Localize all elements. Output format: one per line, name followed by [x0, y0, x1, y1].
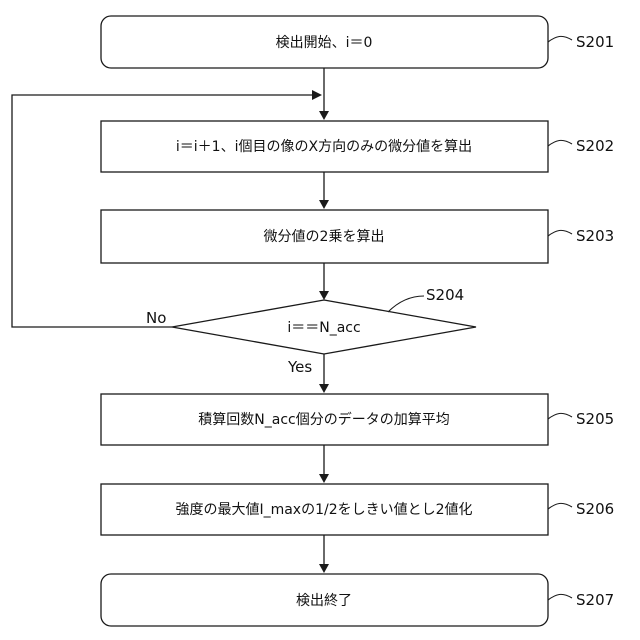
label-leader-s203	[548, 230, 572, 236]
process-text-s205: 積算回数N_acc個分のデータの加算平均	[198, 411, 449, 428]
step-label-s205: S205	[576, 410, 614, 428]
step-label-s201: S201	[576, 33, 614, 51]
arrowhead-loop-join	[312, 90, 322, 100]
arrowhead-s203	[319, 200, 329, 209]
arrowhead-s205	[319, 384, 329, 393]
process-text-s206: 強度の最大値I_maxの1/2をしきい値とし2値化	[175, 502, 472, 518]
end-terminal-text: 検出終了	[296, 593, 352, 609]
step-label-s207: S207	[576, 591, 614, 609]
step-label-s206: S206	[576, 500, 614, 518]
label-leader-s202	[548, 140, 572, 146]
process-text-s202: i＝i＋1、i個目の像のX方向のみの微分値を算出	[176, 139, 472, 155]
decision-text-s204: i＝＝N_acc	[287, 320, 360, 336]
label-leader-s204	[388, 296, 424, 312]
arrowhead-s204	[319, 291, 329, 300]
step-label-s204: S204	[426, 286, 464, 304]
branch-label-yes: Yes	[287, 358, 312, 376]
step-label-s202: S202	[576, 137, 614, 155]
label-leader-s201	[548, 36, 572, 42]
label-leader-s207	[548, 594, 572, 600]
arrowhead-s206	[319, 474, 329, 483]
process-text-s203: 微分値の2乗を算出	[264, 229, 385, 245]
start-terminal-text: 検出開始、i＝0	[276, 35, 373, 51]
branch-label-no: No	[146, 309, 166, 327]
label-leader-s205	[548, 413, 572, 419]
arrowhead-s207	[319, 564, 329, 573]
arrowhead-s202	[319, 111, 329, 120]
step-label-s203: S203	[576, 227, 614, 245]
label-leader-s206	[548, 503, 572, 509]
